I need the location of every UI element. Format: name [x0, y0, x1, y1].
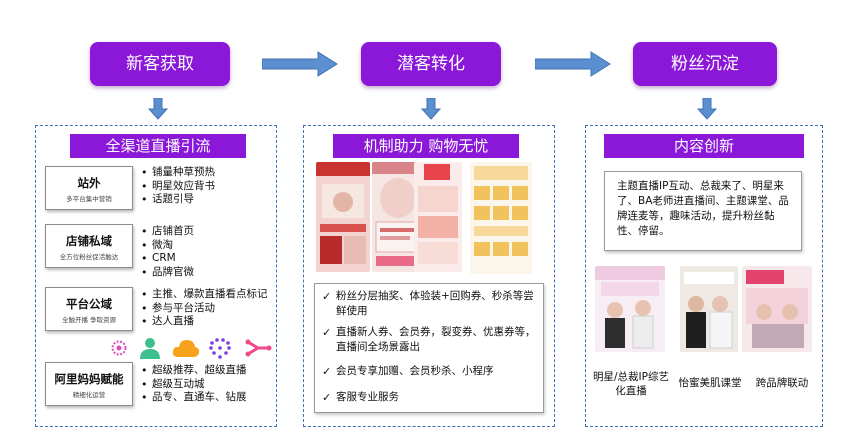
tmall-circle-icon [111, 340, 127, 356]
stage-fan-retention: 粉丝沉淀 [633, 42, 777, 86]
check-text: 会员专享加赠、会员秒杀、小程序 [336, 365, 494, 377]
list-item: 品牌官微 [141, 266, 194, 280]
category-platform-public: 平台公域 全触开播 争取资源 [45, 287, 133, 331]
mechanism-column-title: 机制助力 购物无忧 [333, 134, 519, 158]
livestream-screenshot-image [316, 162, 370, 272]
right-arrow-icon [535, 51, 611, 77]
platform-public-list: 主推、爆款直播看点标记 参与平台活动 达人直播 [141, 288, 268, 329]
category-subtitle: 全触开播 争取资源 [61, 316, 117, 324]
offsite-list: 铺量种草预热 明星效应背书 话题引导 [141, 166, 215, 207]
list-item: 品专、直通车、钻展 [141, 391, 247, 405]
content-description: 主题直播IP互动、总裁来了、明星来了、BA老师进直播间、主题课堂、品牌连麦等，趣… [604, 171, 802, 251]
category-subtitle: 多平台集中营销 [66, 195, 112, 203]
list-item: 明星效应背书 [141, 180, 215, 194]
livestream-screenshot-image [680, 266, 738, 352]
check-item: ✓ 粉丝分层抽奖、体验装+回购券、秒杀等尝鲜使用 [322, 289, 540, 319]
check-text: 粉丝分层抽奖、体验装+回购券、秒杀等尝鲜使用 [336, 290, 534, 317]
check-text: 客服专业服务 [336, 391, 399, 403]
category-name: 店铺私域 [66, 234, 112, 248]
list-item: 店铺首页 [141, 225, 194, 239]
cloud-icon [172, 340, 200, 357]
livestream-screenshot-image [595, 266, 665, 352]
dots-diamond-icon [209, 338, 231, 359]
share-nodes-icon [245, 339, 272, 357]
category-subtitle: 全方位粉丝促活触达 [59, 253, 119, 261]
channel-column-title: 全渠道直播引流 [70, 134, 246, 158]
store-private-list: 店铺首页 微淘 CRM 品牌官微 [141, 225, 194, 279]
content-caption: 怡蜜美肌课堂 [678, 377, 742, 389]
list-item: 超级推荐、超级直播 [141, 364, 247, 378]
category-name: 平台公域 [66, 297, 112, 311]
check-icon: ✓ [322, 290, 332, 303]
content-caption: 跨品牌联动 [755, 377, 809, 389]
check-icon: ✓ [322, 326, 332, 339]
check-item: ✓ 直播新人券、会员券，裂变券、优惠券等，直播间全场景露出 [322, 325, 540, 355]
check-text: 直播新人券、会员券，裂变券、优惠券等，直播间全场景露出 [336, 326, 536, 353]
list-item: 铺量种草预热 [141, 166, 215, 180]
check-icon: ✓ [322, 365, 332, 378]
check-item: ✓ 客服专业服务 [322, 390, 540, 405]
stage-conversion: 潜客转化 [361, 42, 501, 86]
check-icon: ✓ [322, 391, 332, 404]
content-column-title: 内容创新 [604, 134, 804, 158]
livestream-screenshot-image [742, 266, 812, 352]
mechanism-box [314, 283, 544, 413]
category-name: 站外 [77, 176, 101, 190]
content-caption: 明星/总裁IP综艺化直播 [593, 371, 669, 397]
down-arrow-icon [148, 98, 168, 120]
category-alimama: 阿里妈妈赋能 精细化运营 [45, 362, 133, 406]
list-item: CRM [141, 252, 194, 266]
stage-new-customers: 新客获取 [90, 42, 230, 86]
category-name: 阿里妈妈赋能 [54, 372, 124, 386]
livestream-screenshot-image [470, 162, 532, 274]
right-arrow-icon [262, 51, 338, 77]
list-item: 参与平台活动 [141, 302, 268, 316]
list-item: 达人直播 [141, 315, 268, 329]
category-offsite: 站外 多平台集中营销 [45, 166, 133, 210]
list-item: 超级互动城 [141, 378, 247, 392]
user-profile-icon [140, 338, 160, 359]
list-item: 微淘 [141, 239, 194, 253]
category-store-private: 店铺私域 全方位粉丝促活触达 [45, 224, 133, 268]
livestream-screenshot-image [414, 162, 462, 272]
category-subtitle: 精细化运营 [72, 391, 106, 399]
check-item: ✓ 会员专享加赠、会员秒杀、小程序 [322, 364, 540, 379]
alimama-list: 超级推荐、超级直播 超级互动城 品专、直通车、钻展 [141, 364, 247, 405]
down-arrow-icon [697, 98, 717, 120]
list-item: 话题引导 [141, 193, 215, 207]
list-item: 主推、爆款直播看点标记 [141, 288, 268, 302]
down-arrow-icon [421, 98, 441, 120]
